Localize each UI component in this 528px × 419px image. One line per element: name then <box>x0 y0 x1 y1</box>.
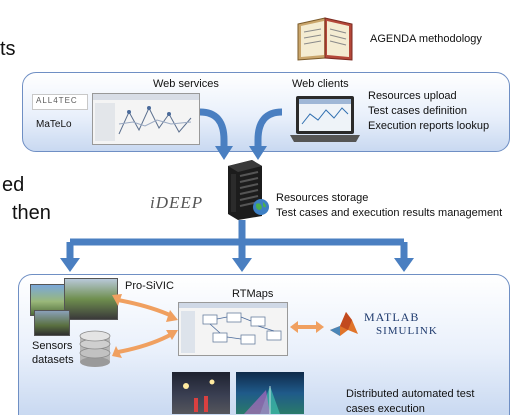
feature-resources-upload: Resources upload <box>368 90 457 102</box>
left-fragment-1: ts <box>0 38 16 60</box>
web-services-screenshot <box>92 93 200 145</box>
left-fragment-2: ed <box>2 174 25 196</box>
datasets-label: datasets <box>32 354 74 366</box>
resources-storage-label: Resources storage <box>276 192 369 204</box>
night-road-image <box>172 372 230 414</box>
globe-icon <box>252 198 270 216</box>
agenda-book-icon <box>296 14 354 62</box>
alltec-logo: ALL4TEC <box>32 94 88 110</box>
database-icon <box>78 330 112 368</box>
web-services-label: Web services <box>153 78 219 90</box>
laptop-icon <box>288 94 362 144</box>
matlab-simulink-logo: MATLAB SIMULINK <box>364 310 438 337</box>
rtmaps-screenshot <box>178 302 288 356</box>
matelo-label: MaTeLo <box>36 119 72 130</box>
execution-label-line-2: cases execution <box>346 403 425 415</box>
prosivic-image-2 <box>64 278 118 320</box>
execution-label-line-1: Distributed automated test <box>346 388 475 400</box>
lidar-image <box>236 372 304 414</box>
ideep-logo: iDEEP <box>150 193 204 212</box>
feature-test-cases-definition: Test cases definition <box>368 105 468 117</box>
web-clients-label: Web clients <box>292 78 349 90</box>
prosivic-image-3 <box>34 310 70 336</box>
agenda-label: AGENDA methodology <box>370 33 482 45</box>
feature-execution-reports: Execution reports lookup <box>368 120 490 132</box>
rtmaps-label: RTMaps <box>232 288 274 300</box>
sensors-label: Sensors <box>32 340 73 352</box>
test-cases-management-label: Test cases and execution results managem… <box>276 207 503 219</box>
matlab-logo-icon <box>328 308 360 340</box>
left-fragment-3: then <box>12 202 51 224</box>
prosivic-label: Pro-SiVIC <box>125 280 174 292</box>
